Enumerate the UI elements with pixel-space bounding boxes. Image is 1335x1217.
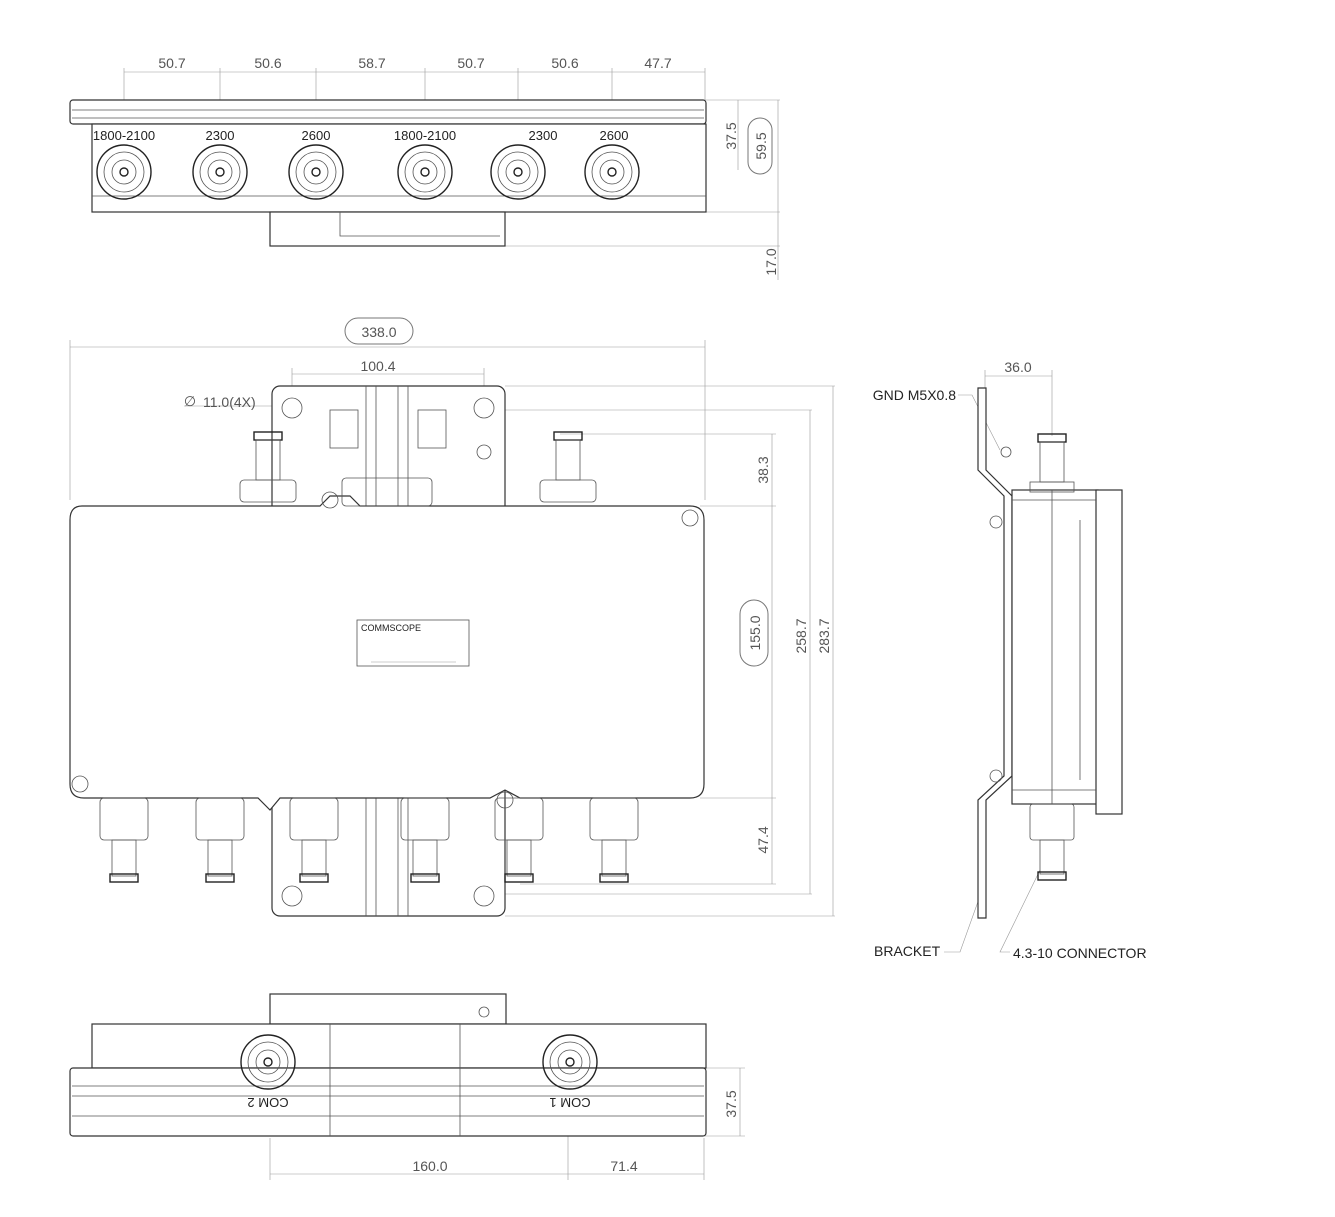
front-bottom-connectors	[99, 797, 639, 883]
side-bolt-top	[989, 515, 1003, 529]
side-ground-stud	[1000, 446, 1012, 458]
side-bottom-connector	[1029, 803, 1075, 881]
top-port-label-6: 2600	[600, 128, 629, 143]
front-top-connector-1	[239, 431, 297, 503]
product-label	[356, 619, 470, 667]
bracket-hole-3	[281, 885, 303, 907]
top-view-connectors	[96, 144, 640, 200]
top-connector-2	[192, 144, 248, 200]
front-width-dim: 338.0	[361, 324, 396, 340]
top-height-dim-37-5: 37.5	[723, 122, 739, 149]
top-connector-5	[490, 144, 546, 200]
bracket-ribs	[365, 386, 409, 916]
top-height-dim-59-5: 59.5	[753, 132, 769, 159]
side-bolt-bottom	[989, 769, 1003, 783]
bottom-view: COM 2 COM 1 160.0 71.4 37.5	[69, 993, 745, 1180]
top-view: 50.7 50.6 58.7 50.7 50.6 47.7 1800-2100 …	[69, 55, 780, 280]
product-brand: COMMSCOPE	[361, 623, 421, 633]
bracket-hole-2	[473, 397, 495, 419]
bracket-slot-1	[329, 409, 359, 449]
top-dim-3: 58.7	[358, 55, 385, 71]
bottom-dim-160-0: 160.0	[412, 1158, 447, 1174]
top-port-label-1: 1800-2100	[93, 128, 155, 143]
top-port-label-4: 1800-2100	[394, 128, 456, 143]
top-height-dim-17-0: 17.0	[763, 248, 779, 275]
front-bracket-dim: 100.4	[360, 358, 395, 374]
bottom-connector-com1	[542, 1034, 598, 1090]
top-port-label-3: 2600	[302, 128, 331, 143]
side-cover	[1095, 489, 1123, 815]
front-top-cover	[341, 477, 433, 507]
top-connector-3	[288, 144, 344, 200]
top-height-pill	[747, 117, 773, 175]
top-view-bracket	[269, 211, 506, 247]
side-bracket	[977, 387, 1013, 919]
bottom-edges	[72, 1024, 704, 1136]
front-view: COMMSCOPE	[69, 317, 835, 917]
top-connector-6	[584, 144, 640, 200]
front-bottom-connector-6	[589, 797, 639, 883]
front-hole-dim: 11.0(4X)	[203, 394, 256, 410]
ground-stud	[476, 444, 492, 460]
gnd-label: GND M5X0.8	[873, 387, 956, 403]
corner-screw-2	[71, 775, 89, 793]
side-top-connector	[1029, 433, 1075, 493]
front-bottom-connector-5	[494, 797, 544, 883]
bottom-connector-com2	[240, 1034, 296, 1090]
top-dim-6: 47.7	[644, 55, 671, 71]
width-dim-pill	[344, 317, 414, 345]
front-view-dimension-lines	[69, 340, 835, 917]
top-dim-2: 50.6	[254, 55, 281, 71]
side-housing	[1011, 489, 1099, 805]
bracket-slot-2	[417, 409, 447, 449]
corner-screw-1	[681, 509, 699, 527]
top-port-label-2: 2300	[206, 128, 235, 143]
bracket-label: BRACKET	[874, 943, 941, 959]
front-height-dim-47-4: 47.4	[755, 826, 771, 853]
bottom-bracket	[269, 993, 507, 1025]
height-dim-pill	[739, 599, 769, 667]
top-connector-1	[96, 144, 152, 200]
front-top-connector-2	[539, 431, 597, 503]
top-dim-1: 50.7	[158, 55, 185, 71]
bracket-hole-4	[473, 885, 495, 907]
top-port-label-5: 2300	[529, 128, 558, 143]
bracket-hole-1	[281, 397, 303, 419]
bottom-stud	[478, 1006, 490, 1018]
side-view: 36.0 GND M5X0.8 BRACKET 4.3-10 CONNECTOR	[873, 359, 1147, 961]
top-dim-4: 50.7	[457, 55, 484, 71]
corner-screw-3	[321, 491, 339, 509]
side-depth-dim: 36.0	[1004, 359, 1031, 375]
front-housing	[69, 495, 705, 811]
front-height-dim-38-3: 38.3	[755, 456, 771, 483]
corner-screw-4	[496, 791, 514, 809]
top-view-housing	[69, 99, 707, 125]
bottom-housing	[91, 1023, 707, 1069]
front-height-dim-258-7: 258.7	[793, 618, 809, 653]
top-dim-5: 50.6	[551, 55, 578, 71]
bottom-dim-37-5: 37.5	[723, 1090, 739, 1117]
connector-label: 4.3-10 CONNECTOR	[1013, 945, 1147, 961]
bottom-port-label-com1: COM 1	[549, 1095, 590, 1110]
front-height-dim-155-0: 155.0	[747, 615, 763, 650]
side-housing-edges	[1012, 490, 1096, 804]
top-connector-4	[397, 144, 453, 200]
front-bottom-connector-4	[400, 797, 450, 883]
front-bottom-connector-1	[99, 797, 149, 883]
bottom-port-label-com2: COM 2	[247, 1095, 288, 1110]
side-view-dimension-lines	[944, 370, 1053, 953]
front-height-dim-283-7: 283.7	[816, 618, 832, 653]
front-bottom-connector-3	[289, 797, 339, 883]
bottom-dim-71-4: 71.4	[610, 1158, 637, 1174]
bottom-base	[69, 1067, 707, 1137]
top-view-edges	[72, 109, 706, 237]
front-bottom-connector-2	[195, 797, 245, 883]
diameter-symbol: ∅	[184, 393, 196, 409]
